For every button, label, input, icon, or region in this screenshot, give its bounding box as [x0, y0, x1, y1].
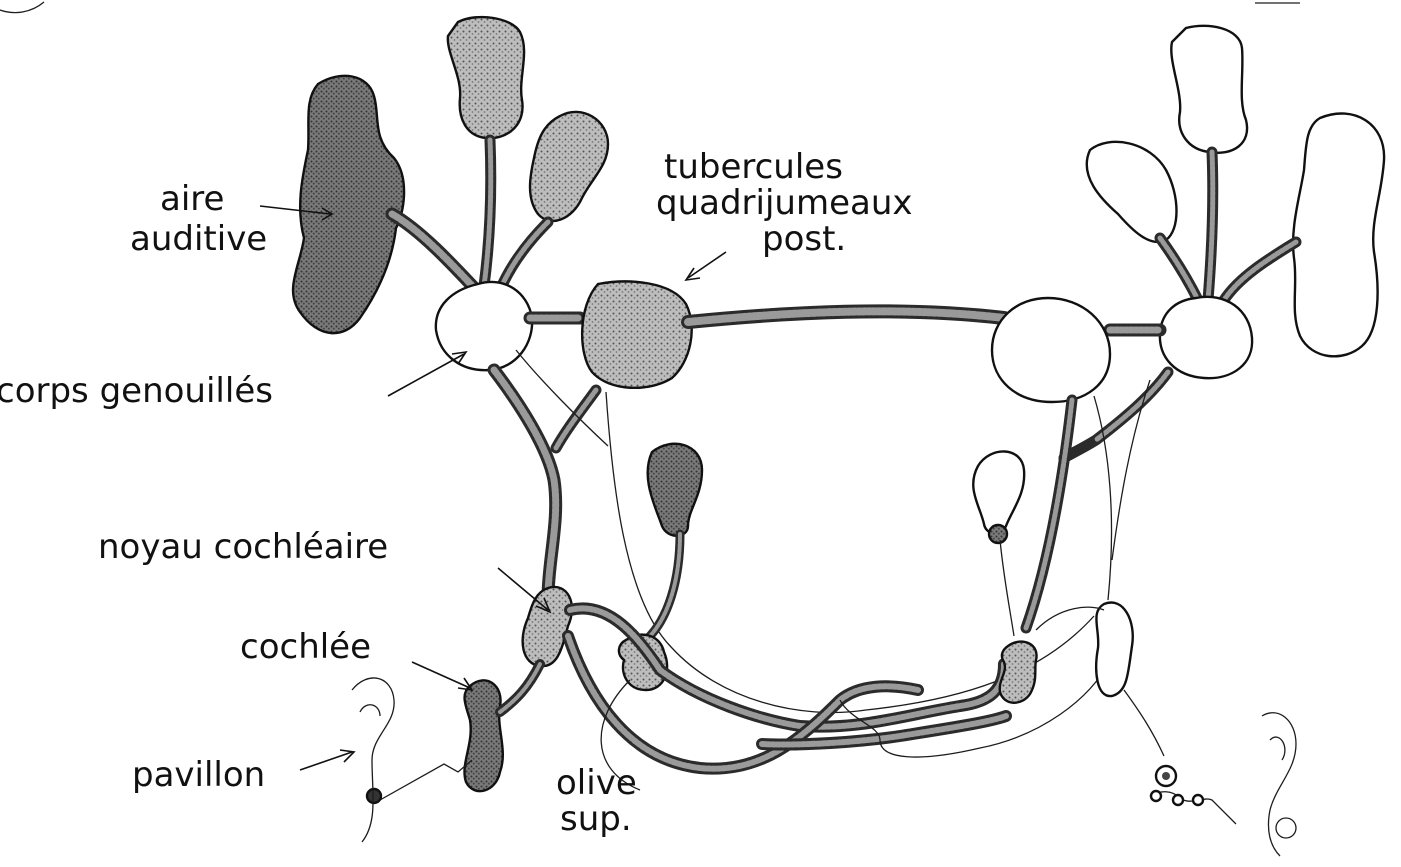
arrow-noyau-cochleaire [498, 568, 548, 610]
lateral-lemniscus-nucleus-left [648, 444, 702, 536]
arrow-tubercules [688, 252, 726, 278]
cortex-blob-mid-left [530, 112, 608, 221]
label-post: post. [762, 219, 846, 259]
label-corps-genouilles: corps genouillés [0, 371, 273, 411]
arrow-corps-genouilles [388, 354, 464, 396]
corner-circle-fragment [0, 2, 44, 13]
cortex-blob-mid-right [1087, 142, 1177, 242]
inferior-colliculus-left [582, 281, 692, 387]
nucleus-stem-right [989, 525, 1007, 543]
cortex-blob-top-left [448, 17, 524, 138]
cochlea-left [464, 680, 502, 791]
label-auditive: auditive [130, 219, 267, 259]
thin-fiber-right-cn [1036, 607, 1104, 630]
label-cochlee: cochlée [240, 627, 371, 667]
auditory-area-right [1293, 114, 1384, 357]
thin-fiber-right-3 [1000, 540, 1014, 636]
inferior-colliculus-right [992, 298, 1110, 402]
superior-olive-right [1000, 642, 1037, 703]
geniculate-body-left [436, 282, 532, 370]
label-noyau-cochleaire: noyau cochléaire [98, 527, 388, 567]
arrow-cochlee [412, 662, 470, 688]
ossicles-left [380, 760, 472, 800]
cochlear-nucleus-left [523, 587, 572, 666]
ear-pinna-left [352, 678, 394, 842]
lemniscus-left-outer [494, 370, 556, 598]
lemniscus-right-inner [1026, 400, 1072, 628]
auditory-area-left [293, 76, 404, 333]
middle-ear-left [367, 789, 381, 803]
label-tubercules: tubercules [664, 147, 843, 187]
cortex-blob-top-right [1171, 26, 1247, 153]
thin-fiber-right-cochlea [1124, 690, 1164, 756]
lateral-lemniscus-nucleus-right [973, 451, 1024, 533]
label-aire: aire [160, 179, 224, 219]
label-sup: sup. [560, 799, 632, 839]
label-quadrijumeaux: quadrijumeaux [656, 183, 913, 223]
geniculate-body-right [1160, 297, 1252, 378]
cochlear-nucleus-right [1096, 603, 1133, 697]
cochlear-nerve-left [500, 664, 540, 712]
label-olive: olive [556, 763, 637, 803]
label-pavillon: pavillon [132, 755, 265, 795]
